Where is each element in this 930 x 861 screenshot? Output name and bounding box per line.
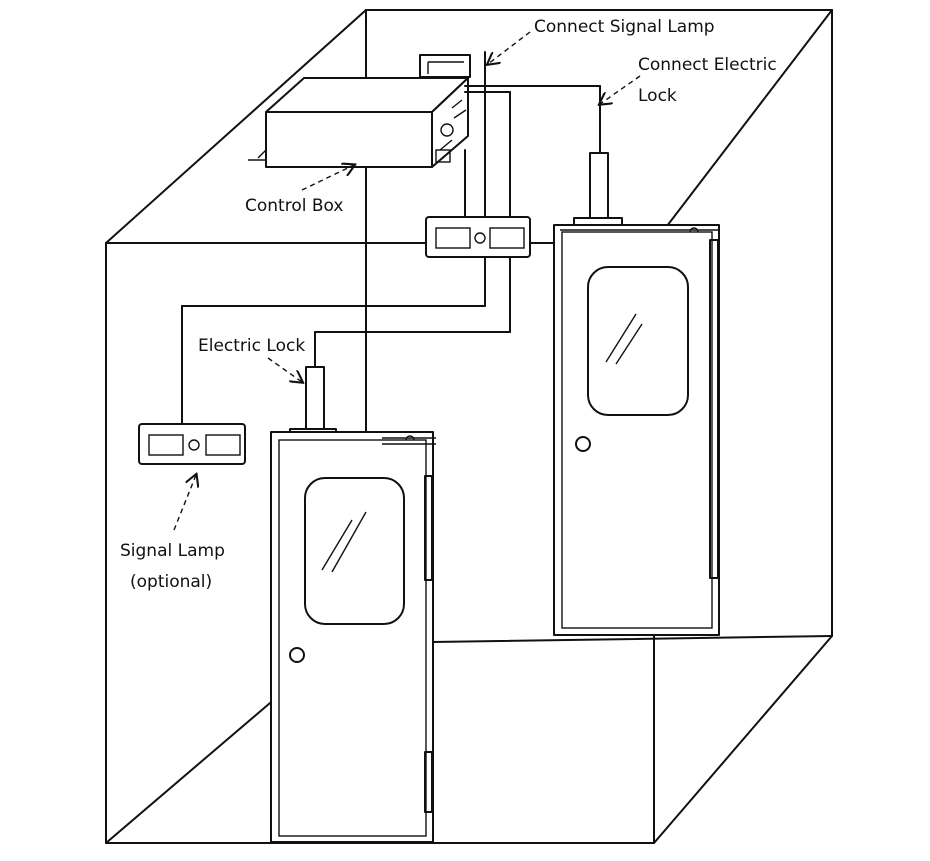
label-connect-signal-lamp: Connect Signal Lamp bbox=[534, 17, 715, 37]
left-signal-lamp bbox=[138, 423, 246, 465]
label-signal-lamp-optional: (optional) bbox=[130, 572, 213, 592]
label-connect-electric-lock-line1: Connect Electric bbox=[638, 55, 777, 75]
label-electric-lock: Electric Lock bbox=[198, 336, 306, 356]
label-connect-electric-lock-line2: Lock bbox=[638, 86, 677, 106]
control-box-shape bbox=[248, 77, 469, 168]
wiring bbox=[181, 51, 601, 425]
label-control-box: Control Box bbox=[245, 196, 344, 216]
left-door bbox=[270, 431, 436, 843]
middle-signal-lamp bbox=[425, 216, 531, 258]
right-electric-lock bbox=[573, 152, 623, 227]
label-arrows bbox=[173, 31, 641, 531]
label-signal-lamp: Signal Lamp bbox=[120, 541, 225, 561]
left-electric-lock bbox=[289, 366, 337, 437]
top-connector bbox=[419, 54, 471, 78]
right-door bbox=[553, 224, 720, 636]
